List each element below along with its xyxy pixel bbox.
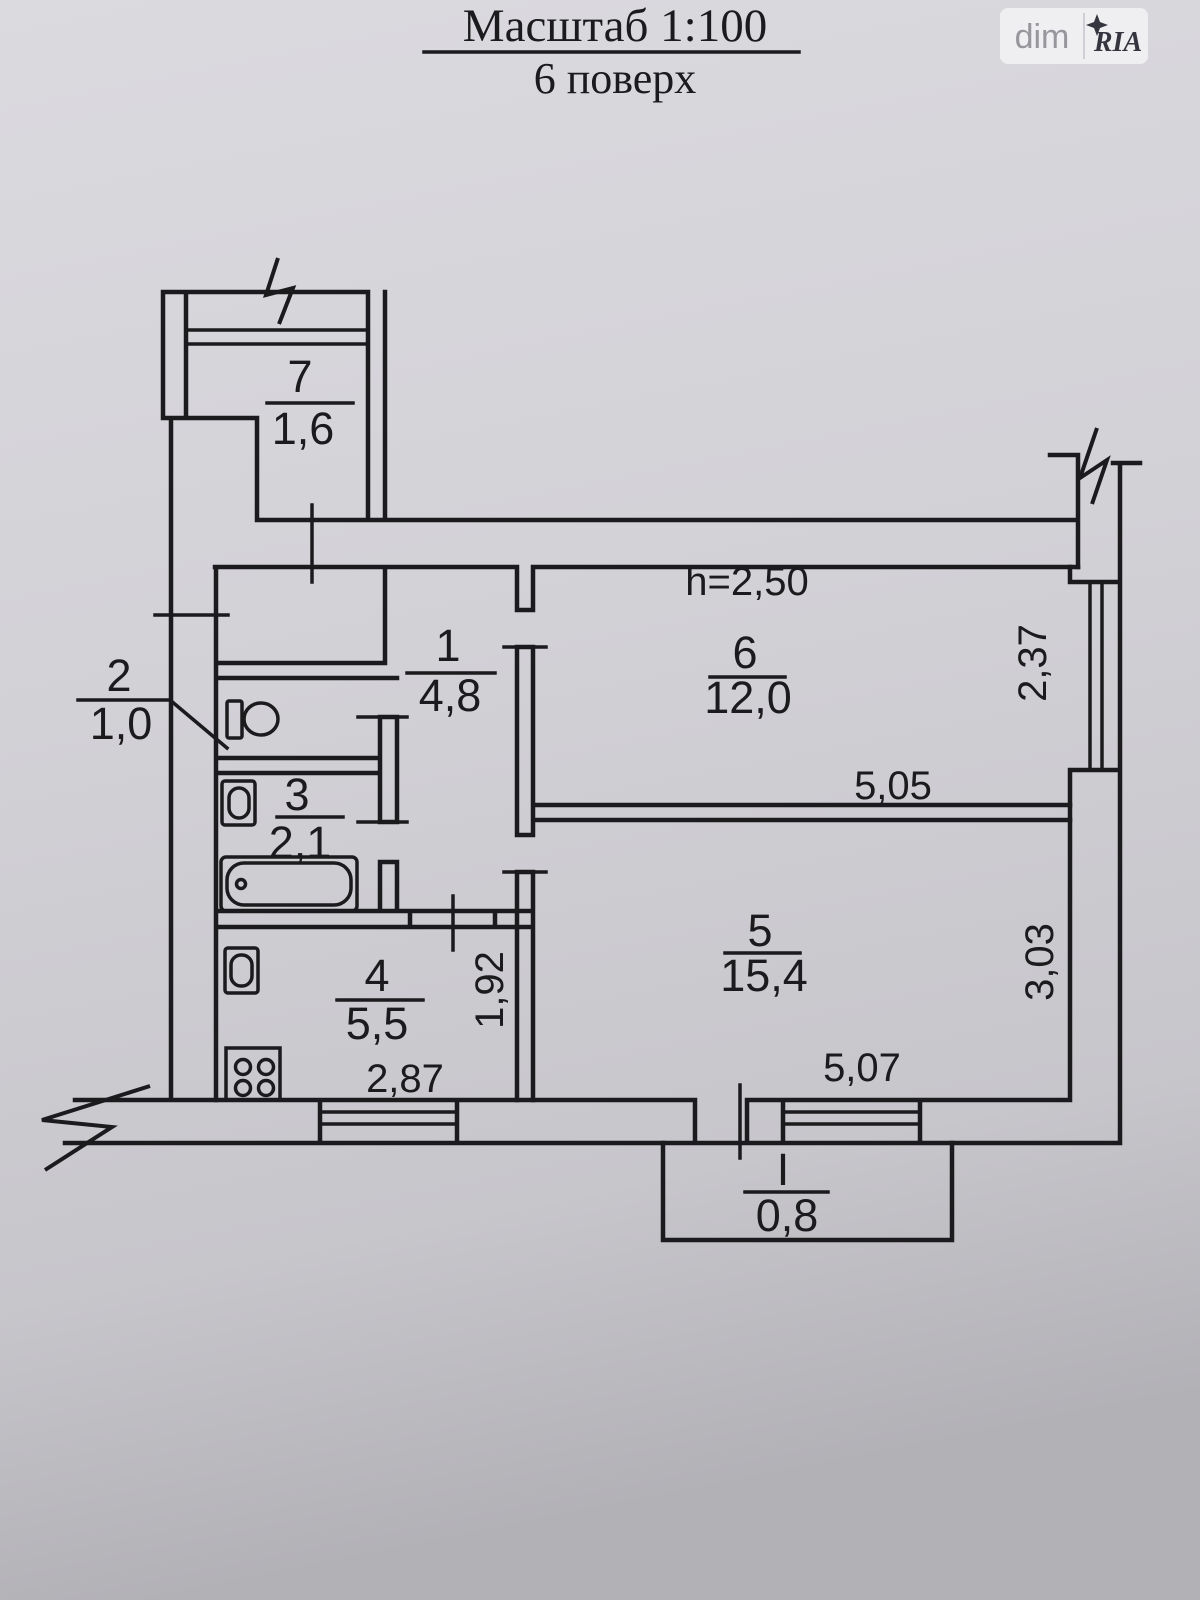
room-balcony-bottom-area: 0,8 [756, 1190, 819, 1241]
floor-subtitle: 6 поверх [534, 54, 697, 103]
room-balcony-bottom-number: I [777, 1144, 790, 1195]
room-balcony-top-number: 7 [287, 351, 312, 402]
room-bathroom-number: 3 [284, 769, 309, 820]
kitchen-sink-icon [223, 946, 260, 995]
room-kitchen-area: 5,5 [346, 998, 409, 1049]
toilet-icon [225, 699, 280, 740]
watermark-background [1000, 8, 1148, 64]
dim-bedroom-window: 2,37 [1011, 624, 1055, 702]
room-bedroom-number: 6 [732, 627, 757, 678]
stove-icon [224, 1046, 282, 1102]
star-icon [1086, 14, 1108, 36]
wc-leader-line [167, 697, 230, 751]
header: Масштаб 1:100 6 поверх [422, 0, 801, 103]
room-bathroom-area: 2,1 [269, 817, 332, 868]
dim-kitchen-width: 2,87 [366, 1057, 444, 1101]
fraction-bars [76, 401, 830, 1194]
break-mark-balcony-top [262, 257, 297, 325]
room-living-area: 15,4 [720, 950, 808, 1001]
break-mark-top-right [1076, 427, 1111, 505]
room-balcony-top-area: 1,6 [272, 403, 335, 454]
break-mark-bottom-left [41, 1084, 151, 1172]
watermark-badge: dim RIA [1000, 8, 1148, 64]
dim-living-width: 5,07 [823, 1046, 901, 1090]
room-kitchen-number: 4 [364, 950, 389, 1001]
page-title: Масштаб 1:100 [463, 0, 767, 52]
watermark-ria-label: RIA [1093, 27, 1142, 58]
dim-living-window: 3,03 [1018, 923, 1062, 1001]
room-hall-number: 1 [435, 620, 460, 671]
bathroom-sink-icon [220, 779, 257, 827]
dim-kitchen-depth: 1,92 [468, 951, 512, 1029]
room-wc-area: 1,0 [90, 698, 153, 749]
bathtub-icon [219, 855, 359, 913]
balcony-bottom-outline [660, 1140, 955, 1243]
ceiling-height-note: h=2,50 [685, 560, 808, 604]
room-hall-area: 4,8 [419, 670, 482, 721]
room-bedroom-area: 12,0 [704, 672, 792, 723]
room-living-number: 5 [747, 905, 772, 956]
watermark-dim-label: dim [1015, 18, 1070, 56]
window-glazing [184, 328, 1104, 1126]
floorplan: 7 1,6 2 1,0 3 2,1 1 4,8 4 5,5 6 12,0 5 1… [41, 257, 1143, 1243]
room-wc-number: 2 [106, 650, 131, 701]
dim-bedroom-width: 5,05 [854, 764, 932, 808]
door-opening-ticks [153, 503, 742, 1160]
